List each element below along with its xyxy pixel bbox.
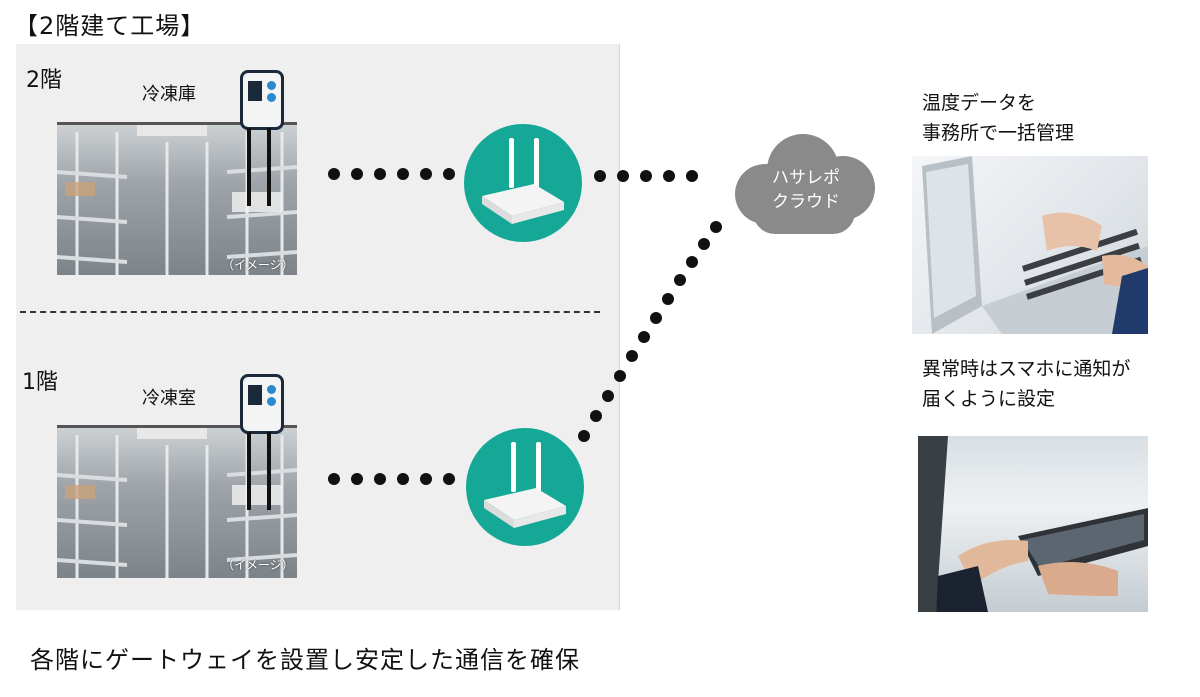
diagram-title: 【2階建て工場】 bbox=[14, 12, 206, 40]
floor-2-image-caption: （イメージ） bbox=[222, 258, 294, 272]
floor-2-gateway-icon bbox=[464, 124, 582, 242]
floor-1-sensor-cable-right bbox=[267, 432, 271, 510]
link-dot bbox=[328, 473, 340, 485]
link-dot bbox=[638, 331, 650, 343]
floor-1-label: 1階 bbox=[22, 370, 58, 395]
floor-1-sensor-icon bbox=[240, 374, 284, 434]
floor-2-freezer-photo bbox=[57, 122, 297, 275]
link-dot bbox=[710, 221, 722, 233]
link-dot bbox=[397, 473, 409, 485]
office-caption: 温度データを 事務所で一括管理 bbox=[922, 88, 1074, 148]
link-dot bbox=[594, 170, 606, 182]
alert-caption: 異常時はスマホに通知が 届くように設定 bbox=[922, 354, 1130, 414]
bottom-caption: 各階にゲートウェイを設置し安定した通信を確保 bbox=[30, 646, 580, 674]
link-dot bbox=[650, 312, 662, 324]
link-dot bbox=[617, 170, 629, 182]
floor-1-gateway-icon bbox=[466, 428, 584, 546]
link-dot bbox=[351, 473, 363, 485]
link-dot bbox=[420, 473, 432, 485]
link-dot bbox=[590, 410, 602, 422]
link-dot bbox=[663, 170, 675, 182]
floor-1-image-caption: （イメージ） bbox=[222, 558, 294, 572]
link-dot bbox=[698, 238, 710, 250]
floor-2-room-label: 冷凍庫 bbox=[142, 84, 196, 105]
cloud-label-line1: ハサレポ bbox=[772, 168, 840, 188]
link-dot bbox=[328, 168, 340, 180]
cloud-icon bbox=[725, 128, 885, 240]
link-dot bbox=[397, 168, 409, 180]
link-dot bbox=[626, 350, 638, 362]
link-dot bbox=[640, 170, 652, 182]
link-dot bbox=[686, 256, 698, 268]
floor-1-sensor-cable-left bbox=[247, 432, 251, 510]
link-dot bbox=[614, 370, 626, 382]
office-caption-line2: 事務所で一括管理 bbox=[922, 122, 1075, 144]
smartphone-photo bbox=[918, 436, 1148, 612]
floor-2-sensor-icon bbox=[240, 70, 284, 130]
floor-2-sensor-cable-right bbox=[267, 128, 271, 206]
link-dot bbox=[443, 473, 455, 485]
link-dot bbox=[674, 274, 686, 286]
link-dot bbox=[602, 390, 614, 402]
link-dot bbox=[374, 473, 386, 485]
cloud-label-line2: クラウド bbox=[772, 192, 840, 212]
floor-2-sensor-cable-left bbox=[247, 128, 251, 206]
laptop-photo bbox=[912, 156, 1148, 334]
link-dot bbox=[443, 168, 455, 180]
floor-divider bbox=[20, 311, 600, 313]
link-dot bbox=[420, 168, 432, 180]
floor-1-room-label: 冷凍室 bbox=[142, 388, 196, 409]
office-caption-line1: 温度データを bbox=[922, 92, 1037, 114]
link-dot bbox=[578, 430, 590, 442]
alert-caption-line2: 届くように設定 bbox=[922, 388, 1056, 410]
link-dot bbox=[662, 293, 674, 305]
link-dot bbox=[686, 170, 698, 182]
factory-panel-edge bbox=[619, 44, 620, 610]
floor-2-label: 2階 bbox=[26, 68, 62, 93]
link-dot bbox=[351, 168, 363, 180]
alert-caption-line1: 異常時はスマホに通知が bbox=[922, 358, 1131, 380]
cloud-label: ハサレポ クラウド bbox=[746, 166, 866, 214]
link-dot bbox=[374, 168, 386, 180]
